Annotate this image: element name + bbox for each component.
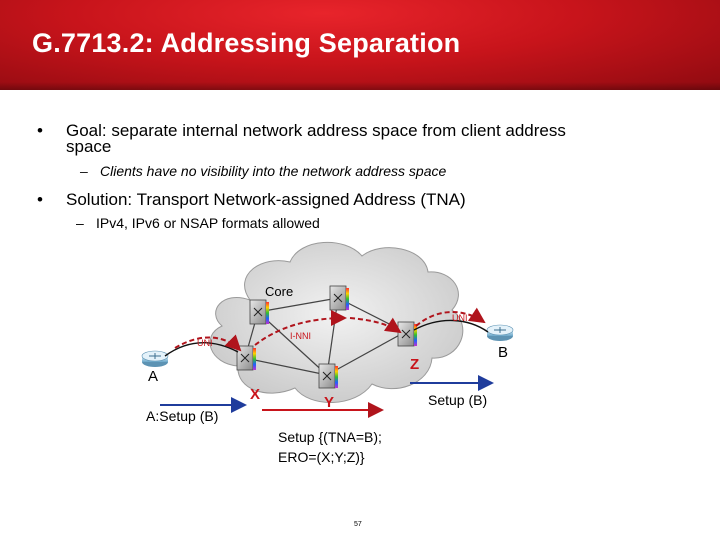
- node-a-label: A: [148, 368, 159, 385]
- node-b-label: B: [498, 344, 509, 361]
- node-y-label: Y: [324, 394, 335, 411]
- setup-tna-line2: ERO=(X;Y;Z)}: [278, 449, 365, 465]
- bullet-dot: •: [37, 121, 43, 140]
- router-icon: [329, 285, 349, 311]
- bullet-solution: • Solution: Transport Network-assigned A…: [37, 190, 466, 209]
- router-icon: [397, 321, 417, 347]
- signaling-path-red: [254, 310, 347, 346]
- client-router-b-icon: [486, 324, 514, 341]
- router-icon: [236, 345, 256, 371]
- node-z-label: Z: [410, 356, 420, 373]
- subbullet-formats-text: IPv4, IPv6 or NSAP formats allowed: [96, 215, 320, 231]
- slide-title: G.7713.2: Addressing Separation: [32, 28, 461, 58]
- signaling-path-red: [349, 317, 402, 334]
- inni-label: I-NNI: [290, 331, 311, 341]
- bullet-goal-line1: Goal: separate internal network address …: [66, 121, 566, 140]
- bullet-solution-text: Solution: Transport Network-assigned Add…: [66, 190, 466, 209]
- signaling-path-red: [174, 334, 242, 352]
- core-label: Core: [265, 284, 294, 299]
- router-icon: [318, 363, 338, 389]
- uni-right-label: UNI: [452, 313, 468, 323]
- page-number: 57: [354, 521, 362, 528]
- bullet-dot: •: [37, 190, 43, 209]
- title-bar: G.7713.2: Addressing Separation: [0, 0, 720, 90]
- uni-link-right: [413, 319, 489, 333]
- uni-left-label: UNI: [197, 338, 213, 348]
- sub-dash: –: [80, 163, 88, 179]
- setup-tna-line1: Setup {(TNA=B);: [278, 429, 382, 445]
- sub-dash: –: [76, 215, 84, 231]
- subbullet-clients: – Clients have no visibility into the ne…: [80, 163, 447, 179]
- bullet-goal: • Goal: separate internal network addres…: [37, 121, 626, 156]
- signaling-path-red: [415, 307, 486, 327]
- setup-b-label: Setup (B): [428, 392, 488, 408]
- client-router-a-icon: [141, 350, 169, 367]
- router-icon: [249, 299, 269, 325]
- subbullet-clients-text: Clients have no visibility into the netw…: [100, 163, 447, 179]
- bullet-goal-line2: space: [66, 137, 112, 156]
- setup-a-label: A:Setup (B): [146, 408, 219, 424]
- node-x-label: X: [250, 386, 261, 403]
- subbullet-formats: – IPv4, IPv6 or NSAP formats allowed: [76, 215, 320, 231]
